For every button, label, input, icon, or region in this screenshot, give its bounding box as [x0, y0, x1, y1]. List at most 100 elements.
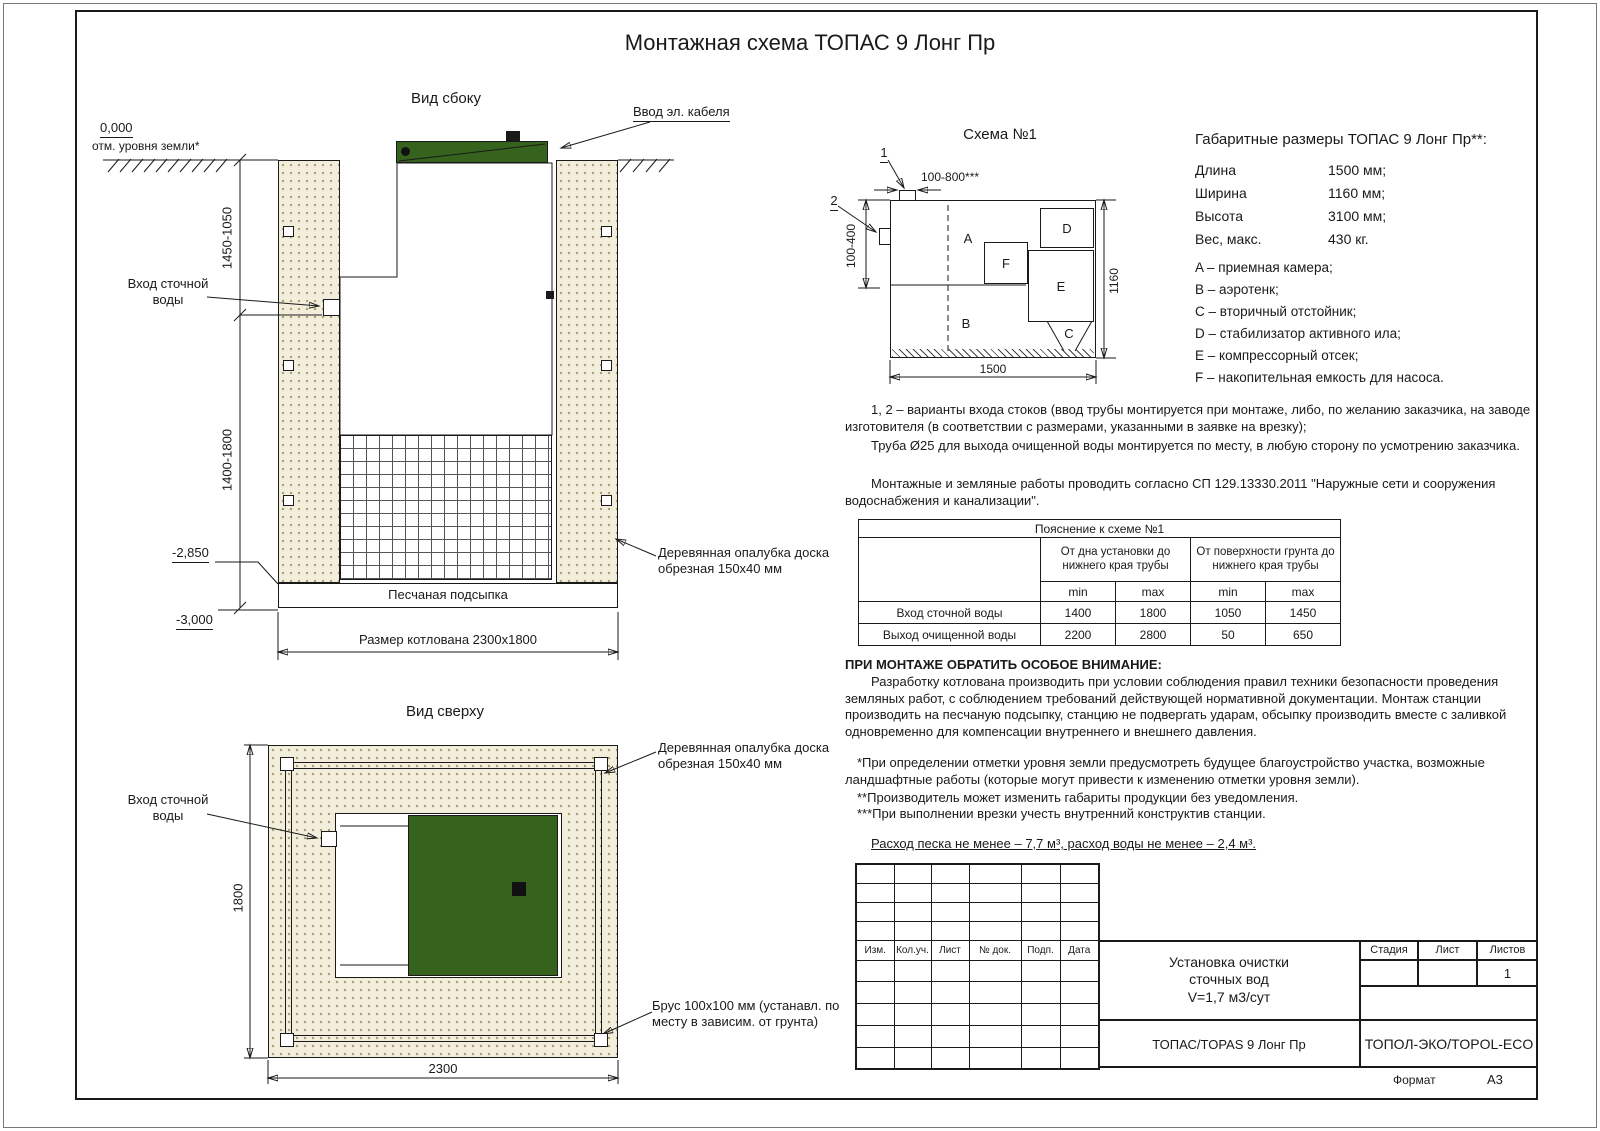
inlet-label-side: Вход сточной воды [127, 276, 209, 307]
note-1: 1, 2 – варианты входа стоков (ввод трубы… [845, 402, 1531, 434]
project-title-line2: сточных вод [1189, 971, 1269, 988]
compartment-b: B [961, 316, 971, 331]
level-3000-value: -3,000 [176, 612, 213, 630]
corner-post [594, 757, 608, 771]
table-cell: 650 [1265, 623, 1341, 646]
scheme-dim-bottom: 1500 [979, 362, 1007, 376]
scheme-entry-1 [899, 190, 916, 201]
side-right-wall-backfill [556, 160, 618, 583]
stamp-grid: Изм. Кол.уч. Лист № док. Подп. Дата [855, 863, 1100, 1070]
stamp-col-label: № док. [968, 939, 1022, 961]
corner-post [280, 1033, 294, 1047]
note-2: Труба Ø25 для выхода очищенной воды монт… [871, 438, 1520, 453]
compartment-e-box: E [1028, 250, 1094, 322]
cable-entry-text: Ввод эл. кабеля [633, 104, 730, 122]
scheme-dim-right: 1160 [1107, 268, 1121, 294]
table-row-name: Вход сточной воды [858, 601, 1041, 624]
formwork-clamp [283, 360, 294, 371]
formwork-clamp [601, 226, 612, 237]
table-title: Пояснение к схеме №1 [858, 519, 1341, 538]
table-group2-header: От поверхности грунта до нижнего края тр… [1190, 537, 1341, 582]
format-label: Формат [1393, 1073, 1436, 1087]
compartment-d: D [1062, 220, 1072, 236]
footnote-1: *При определении отметки уровня земли пр… [845, 755, 1485, 787]
compartment-f-box: F [984, 242, 1028, 284]
top-tank-lid [408, 815, 558, 976]
side-left-wall-backfill [278, 160, 340, 583]
table-cell: 1450 [1265, 601, 1341, 624]
drawing-frame [75, 10, 1538, 1100]
lid-vent-pipe [506, 131, 520, 142]
compartment-a: A [963, 231, 973, 246]
attention-title: ПРИ МОНТАЖЕ ОБРАТИТЬ ОСОБОЕ ВНИМАНИЕ: [845, 657, 1162, 672]
spec-row-value: 430 кг. [1328, 231, 1369, 247]
project-title-line1: Установка очистки [1168, 953, 1289, 970]
level-zero-note: отм. уровня земли* [92, 139, 200, 153]
spec-row-label: Ширина [1195, 185, 1247, 201]
compartment-d-box: D [1040, 208, 1094, 248]
page-border [3, 3, 1597, 1128]
inlet-label-top: Вход сточной воды [127, 792, 209, 823]
stamp-col-label: Изм. [855, 939, 895, 961]
level-2850-mark: -2,850 [172, 545, 209, 563]
cable-entry-label: Ввод эл. кабеля [633, 104, 730, 122]
formwork-clamp [283, 495, 294, 506]
compartment-e: E [1056, 278, 1066, 294]
table-row: Вход сточной воды 1400 1800 1050 1450 [858, 601, 1341, 624]
table-group1-header: От дна установки до нижнего края трубы [1040, 537, 1191, 582]
spec-row-value: 1160 мм; [1328, 185, 1386, 201]
dim-2300: 2300 [428, 1061, 458, 1076]
compartment-f: F [1002, 255, 1010, 271]
stamp-col-label: Подп. [1020, 939, 1061, 961]
level-2850-value: -2,850 [172, 545, 209, 563]
level-3000-mark: -3,000 [176, 612, 213, 630]
sand-layer [278, 583, 618, 608]
inlet-port-side [323, 299, 340, 316]
table-min-header: min [1190, 581, 1266, 602]
stamp-right-outline [1098, 940, 1538, 1068]
formwork-label-side: Деревянная опалубка доска обрезная 150х4… [658, 545, 830, 576]
legend-item: E – компрессорный отсек; [1195, 348, 1359, 363]
format-value: А3 [1487, 1072, 1503, 1087]
scheme-dim-left: 100-400 [844, 223, 858, 269]
formwork-clamp [601, 495, 612, 506]
formwork-clamp [283, 226, 294, 237]
note-3: Монтажные и земляные работы проводить со… [845, 476, 1496, 508]
table-cell: 50 [1190, 623, 1266, 646]
legend-item: D – стабилизатор активного ила; [1195, 326, 1401, 341]
table-max-header: max [1265, 581, 1341, 602]
side-view-label: Вид сбоку [411, 90, 481, 107]
legend-item: B – аэротенк; [1195, 282, 1279, 297]
attention-body: Разработку котлована производить при усл… [845, 674, 1507, 739]
pit-size-dim-label: Размер котлована 2300х1800 [358, 632, 538, 647]
top-formwork-inner-line [291, 768, 596, 1036]
project-title-line3: V=1,7 м3/сут [1187, 988, 1271, 1005]
spec-row-label: Длина [1195, 162, 1236, 178]
backfill-grid-area [340, 435, 552, 580]
explanation-table: Пояснение к схеме №1 От дна установки до… [858, 519, 1341, 646]
table-cell: 2800 [1115, 623, 1191, 646]
beam-label: Брус 100х100 мм (устанавл. по месту в за… [652, 998, 840, 1029]
sand-label: Песчаная подсыпка [388, 587, 508, 602]
scheme-title: Схема №1 [963, 126, 1037, 143]
inlet-port-top [321, 831, 337, 847]
spec-row-label: Вес, макс. [1195, 231, 1262, 247]
scheme-marker-1-text: 1 [880, 145, 888, 163]
footnote-3: ***При выполнении врезки учесть внутренн… [857, 806, 1266, 821]
drawing-title: Монтажная схема ТОПАС 9 Лонг Пр [624, 30, 996, 55]
compartment-c: C [1064, 326, 1074, 341]
table-cell: 1800 [1115, 601, 1191, 624]
level-zero-value: 0,000 [100, 120, 133, 138]
scheme-marker-2: 2 [826, 193, 842, 211]
service-hatch [512, 882, 526, 896]
corner-post [280, 757, 294, 771]
specs-title: Габаритные размеры ТОПАС 9 Лонг Пр**: [1195, 131, 1487, 148]
scheme-entry-2 [879, 228, 891, 245]
scheme-marker-1: 1 [876, 145, 892, 163]
stamp-col-label: Лист [930, 939, 970, 961]
table-corner-cell [858, 537, 1041, 602]
table-cell: 1050 [1190, 601, 1266, 624]
scheme-marker-2-text: 2 [830, 193, 838, 211]
formwork-clamp [601, 360, 612, 371]
table-max-header: max [1115, 581, 1191, 602]
